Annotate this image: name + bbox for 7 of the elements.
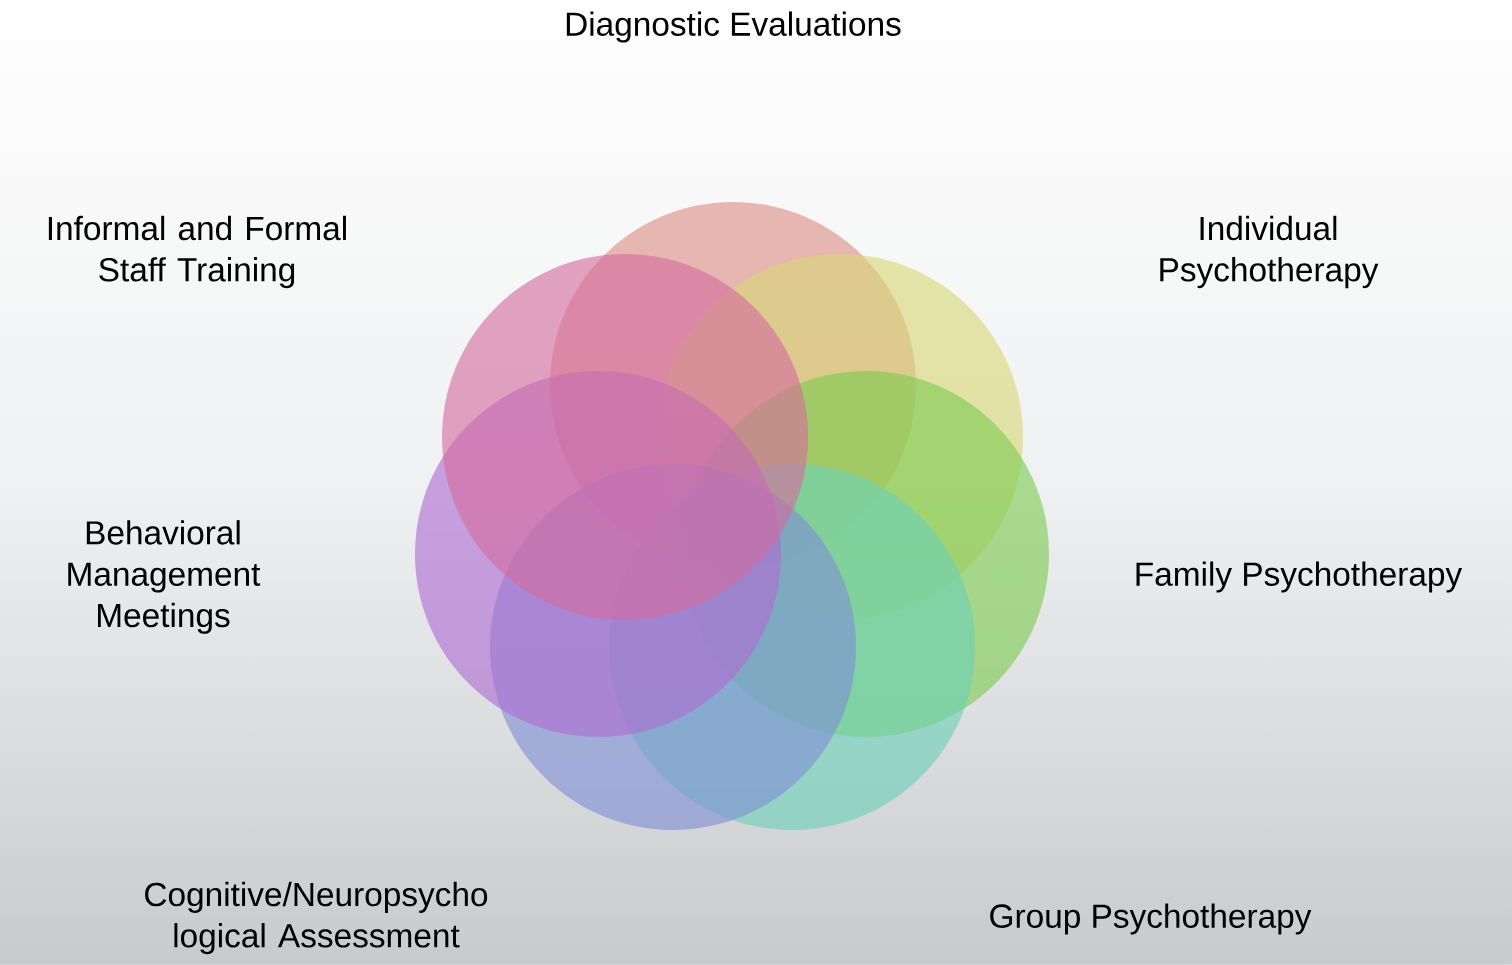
label-text: Cognitive/Neuropsycho logical Assessment [145,881,488,955]
label-text: Informal and Formal Staff Training [48,215,346,289]
label-text: Individual Psychotherapy [1160,215,1379,289]
label-text: Diagnostic Evaluations [566,11,901,43]
label-text: Family Psychotherapy [1136,561,1463,593]
label-text: Group Psychotherapy [990,903,1312,935]
label-text: Behavioral Management Meetings [68,520,261,634]
